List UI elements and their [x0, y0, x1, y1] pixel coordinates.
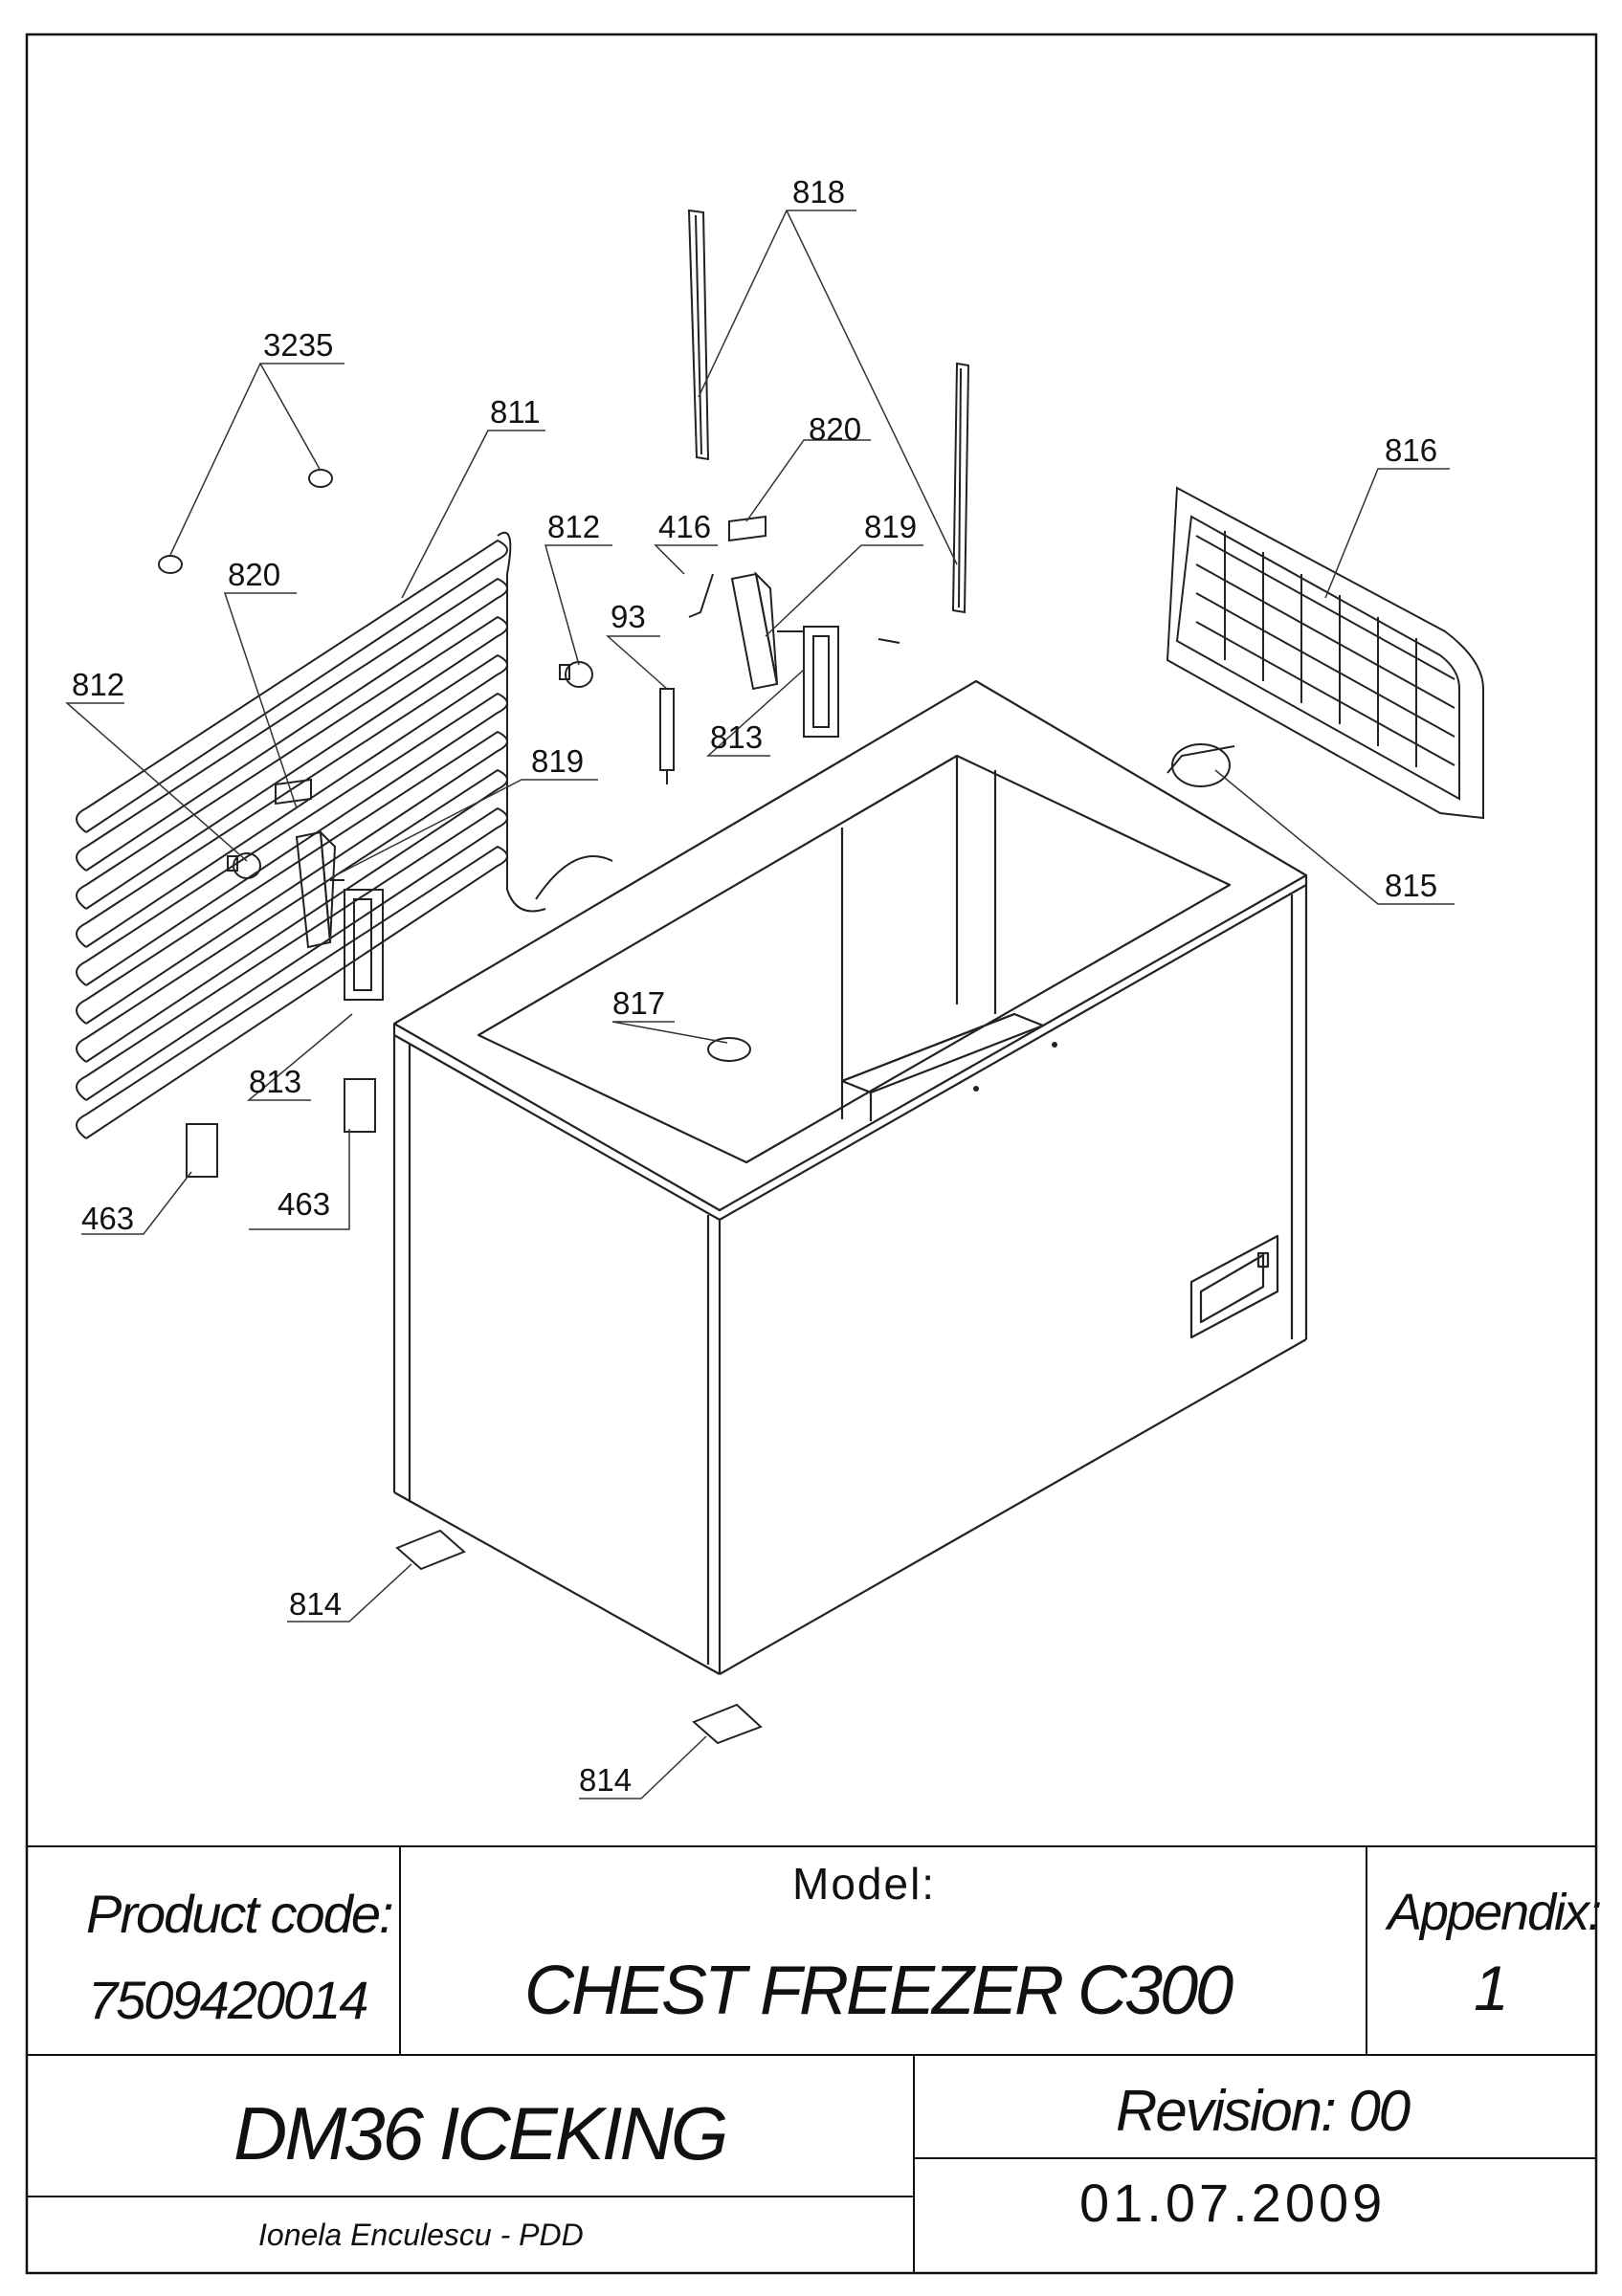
callout-820-right: 820	[809, 411, 861, 447]
freezer-cabinet	[392, 679, 1308, 1675]
callout-815: 815	[1385, 868, 1437, 903]
product-code-value: 7509420014	[88, 1970, 368, 2030]
callout-93: 93	[611, 599, 646, 634]
drain-cap	[1167, 743, 1235, 787]
gasket-strips	[687, 209, 970, 614]
callout-814-top: 814	[289, 1586, 342, 1622]
callout-819-right: 819	[864, 509, 917, 544]
callout-3235: 3235	[263, 327, 333, 363]
callout-811: 811	[490, 394, 541, 430]
condenser-coil	[76, 531, 613, 1139]
screw-dot	[973, 1086, 979, 1092]
revision: Revision: 00	[1116, 2079, 1411, 2143]
appendix-value: 1	[1474, 1953, 1509, 2023]
title-block-lines	[27, 1845, 1596, 2273]
model-name: CHEST FREEZER C300	[524, 1953, 1233, 2029]
model-label: Model:	[792, 1859, 937, 1909]
callout-820-left: 820	[228, 557, 280, 592]
callout-813-left: 813	[249, 1064, 301, 1099]
callout-817: 817	[612, 985, 665, 1021]
callout-816: 816	[1385, 432, 1437, 468]
appendix-label: Appendix:	[1388, 1884, 1602, 1941]
feet	[395, 1529, 763, 1745]
drain-plug	[707, 1037, 751, 1062]
callout-819-left: 819	[531, 743, 584, 779]
back-grille	[1166, 486, 1484, 820]
knob-812	[227, 661, 593, 879]
project-name: DM36 ICEKING	[233, 2091, 728, 2175]
screw-dot	[1052, 1042, 1057, 1048]
callout-812-right: 812	[547, 509, 600, 544]
author: Ionela Enculescu - PDD	[258, 2218, 584, 2252]
leader-lines	[65, 210, 1455, 1799]
callout-463-right: 463	[278, 1186, 330, 1222]
product-code-label: Product code:	[86, 1884, 394, 1944]
hinge-assemblies	[275, 515, 900, 1001]
callout-812-left: 812	[72, 667, 124, 702]
callout-416: 416	[658, 509, 711, 544]
lock-brackets	[186, 1078, 376, 1178]
date: 01.07.2009	[1079, 2173, 1387, 2233]
drawing-frame	[25, 33, 1598, 2275]
callout-813-right: 813	[710, 719, 763, 755]
callout-814-bottom: 814	[579, 1762, 632, 1798]
callout-818: 818	[792, 174, 845, 210]
callout-463-left: 463	[81, 1201, 134, 1236]
